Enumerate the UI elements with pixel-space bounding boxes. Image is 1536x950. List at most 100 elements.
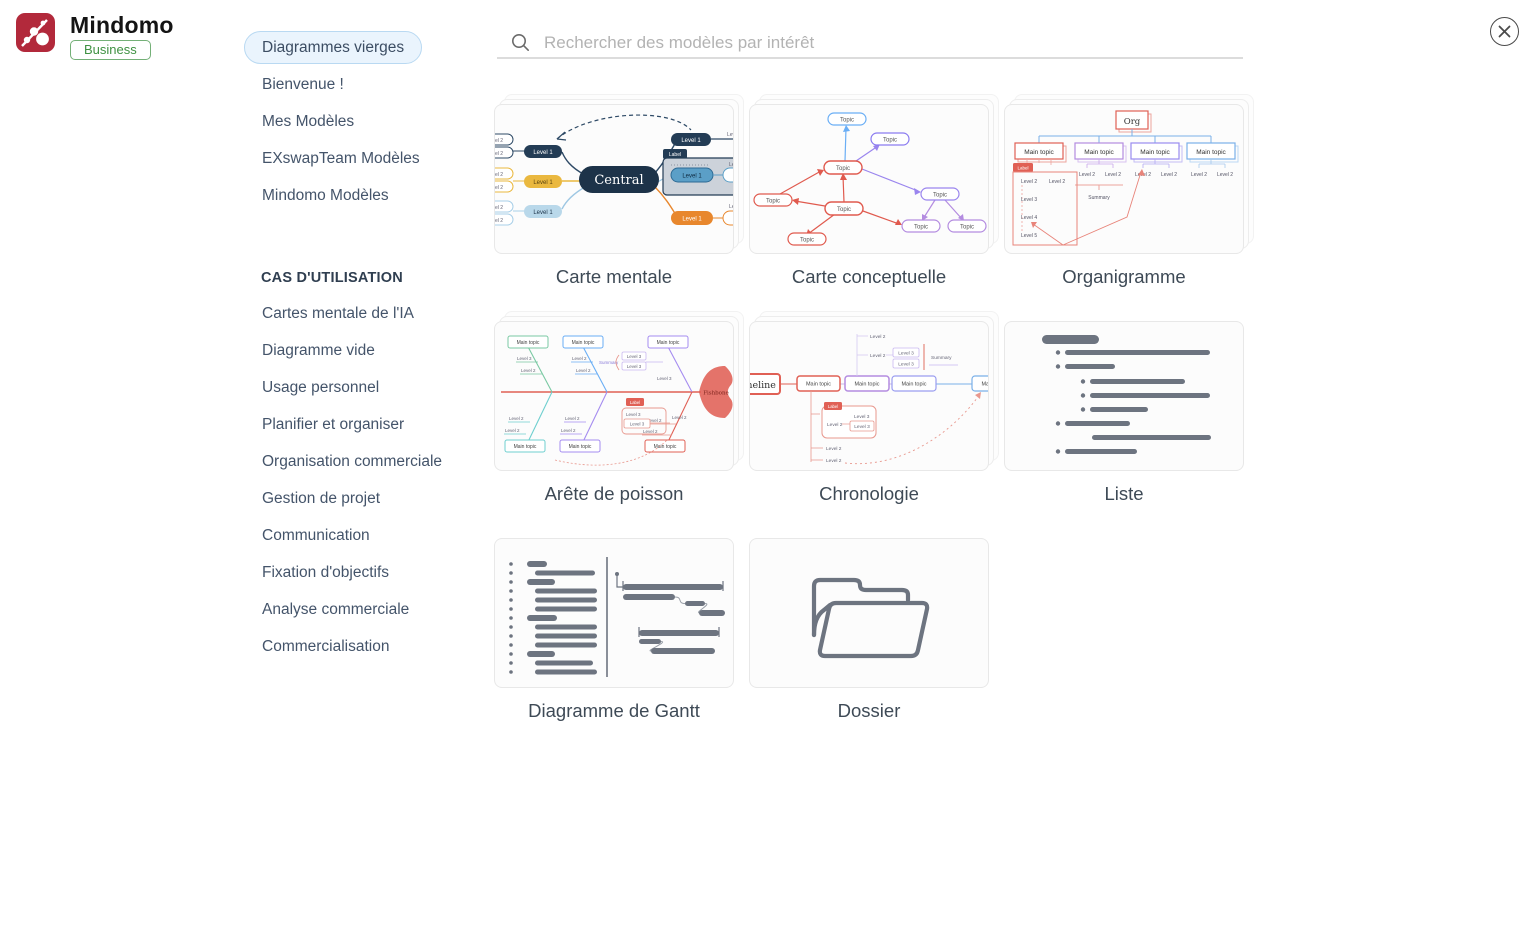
thumb-text: Label	[1017, 166, 1028, 171]
thumb-text: Level 2	[495, 218, 503, 224]
thumb-text: Main topic	[901, 382, 926, 388]
template-card-label: Organigramme	[1062, 266, 1186, 287]
template-card-diagramme-de-gantt[interactable]: Diagramme de Gantt	[494, 538, 734, 722]
thumb-text: Level 1	[682, 174, 702, 180]
template-card-carte-mentale[interactable]: Level 2 Level 2 Level 2 Level 2 Level 2 …	[494, 94, 744, 288]
thumb-text: Level 2	[727, 132, 734, 138]
template-card-dossier[interactable]: Dossier	[749, 538, 989, 722]
thumb-text: Level 3	[627, 354, 642, 359]
thumb-text: Level 2	[565, 416, 580, 421]
thumb-text: Org	[1124, 117, 1141, 127]
thumb-text: Main topic	[854, 382, 879, 388]
thumb-text: Topic	[837, 207, 851, 213]
thumb-text: Topic	[836, 166, 850, 172]
sidebar: Diagrammes vierges Bienvenue ! Mes Modèl…	[244, 31, 459, 667]
thumb-text: Main topic	[572, 340, 595, 346]
organigramme-thumbnail: Org Main topic Main topic Main t	[1004, 104, 1244, 254]
search-icon	[512, 34, 529, 51]
sidebar-item-exswapteam-modeles[interactable]: EXswapTeam Modèles	[262, 149, 420, 167]
plan-badge: Business	[70, 40, 151, 60]
thumb-text: Level 2	[827, 422, 843, 428]
thumb-text: Summary	[599, 360, 619, 365]
close-button[interactable]	[1490, 17, 1519, 46]
sidebar-item-planifier-organiser[interactable]: Planifier et organiser	[262, 415, 405, 433]
thumb-text: Level 2	[826, 446, 842, 452]
thumb-text: Topic	[933, 193, 947, 199]
template-card-liste[interactable]: Liste	[1004, 321, 1244, 505]
thumb-text: Main topic	[981, 382, 989, 388]
thumb-text: Level 3	[657, 376, 672, 381]
thumb-text: Topic	[766, 199, 780, 205]
thumb-text: Level 2	[561, 428, 576, 433]
template-card-label: Chronologie	[819, 483, 919, 504]
thumb-text: Main topic	[514, 444, 537, 450]
thumb-text: Level 2	[729, 162, 734, 168]
sidebar-item-diagramme-vide[interactable]: Diagramme vide	[262, 341, 375, 359]
template-grid: Level 2 Level 2 Level 2 Level 2 Level 2 …	[494, 94, 1254, 722]
sidebar-item-usage-personnel[interactable]: Usage personnel	[262, 378, 380, 396]
sidebar-item-diagrammes-vierges[interactable]: Diagrammes vierges	[244, 31, 423, 64]
template-card-organigramme[interactable]: Org Main topic Main topic Main t	[1004, 94, 1254, 288]
thumb-text: Level 2	[1021, 179, 1037, 185]
thumb-text: Level 2	[495, 172, 503, 178]
template-card-label: Carte conceptuelle	[791, 266, 947, 287]
carte-mentale-thumbnail: Level 2 Level 2 Level 2 Level 2 Level 2 …	[494, 104, 734, 254]
thumb-text: Main topic	[654, 444, 677, 450]
thumb-text: Label	[630, 400, 640, 405]
thumb-text: Main topic	[1084, 149, 1114, 156]
thumb-text: Main topic	[517, 340, 540, 346]
thumb-text: Level 2	[509, 416, 524, 421]
dossier-thumbnail	[749, 538, 989, 688]
template-card-chronologie[interactable]: Timeline Main topic Main topic Main topi…	[749, 311, 999, 505]
thumb-text: Level 2	[870, 334, 886, 340]
thumb-text: Topic	[960, 225, 974, 231]
search-input[interactable]	[542, 31, 1243, 54]
liste-thumbnail	[1004, 321, 1244, 471]
sidebar-item-mindomo-modeles[interactable]: Mindomo Modèles	[262, 186, 389, 204]
thumb-text: Level 2	[495, 151, 503, 157]
sidebar-item-fixation-objectifs[interactable]: Fixation d'objectifs	[262, 563, 390, 581]
sidebar-item-bienvenue[interactable]: Bienvenue !	[262, 75, 344, 93]
thumb-text: Level 1	[533, 150, 553, 156]
thumb-text: Level 2	[495, 185, 503, 191]
thumb-text: Main topic	[569, 444, 592, 450]
thumb-text: Level 3	[630, 422, 645, 427]
thumb-text: Level 2	[643, 429, 658, 434]
thumb-text: Topic	[883, 138, 897, 144]
thumb-text: Topic	[800, 238, 814, 244]
sidebar-item-cartes-mentale-ia[interactable]: Cartes mentale de l'IA	[262, 304, 415, 322]
thumb-text: Level 1	[681, 138, 701, 144]
thumb-text: Level 2	[1079, 172, 1095, 178]
template-card-label: Carte mentale	[555, 266, 673, 287]
sidebar-item-organisation-commerciale[interactable]: Organisation commerciale	[262, 452, 443, 470]
mindomo-logo-icon	[16, 13, 55, 52]
thumb-text: Summary	[931, 355, 952, 361]
thumb-text: Level 1	[533, 210, 553, 216]
search-bar	[497, 28, 1243, 59]
sidebar-item-mes-modeles[interactable]: Mes Modèles	[262, 112, 355, 130]
thumb-text: Level 2	[576, 368, 591, 373]
thumb-text: Level 1	[533, 180, 553, 186]
sidebar-item-commercialisation[interactable]: Commercialisation	[262, 637, 390, 655]
sidebar-item-communication[interactable]: Communication	[262, 526, 370, 544]
gantt-thumbnail	[494, 538, 734, 688]
thumb-text: Level 2	[870, 353, 886, 359]
thumb-text: Level 3	[626, 412, 641, 417]
template-card-carte-conceptuelle[interactable]: Topic Topic Topic Topic Topic Topic Topi…	[749, 94, 999, 288]
thumb-text: Topic	[840, 118, 854, 124]
thumb-text: Level 3	[1021, 197, 1037, 203]
thumb-text: Level 3	[898, 362, 914, 368]
template-card-arete-de-poisson[interactable]: Fishbone	[494, 311, 744, 505]
thumb-text: Level 2	[521, 368, 536, 373]
thumb-text: Main topic	[1024, 149, 1054, 156]
arete-de-poisson-thumbnail: Fishbone	[494, 321, 734, 471]
sidebar-item-analyse-commerciale[interactable]: Analyse commerciale	[262, 600, 410, 618]
thumb-text: Level 2	[572, 356, 587, 361]
sidebar-item-gestion-projet[interactable]: Gestion de projet	[262, 489, 381, 507]
thumb-text: Level 3	[517, 356, 532, 361]
app-logo: Mindomo Business	[16, 13, 174, 60]
thumb-text: Level 5	[1021, 233, 1037, 239]
thumb-text: Level 2	[1105, 172, 1121, 178]
folder-icon	[811, 577, 930, 659]
thumb-text: Level 3	[627, 364, 642, 369]
